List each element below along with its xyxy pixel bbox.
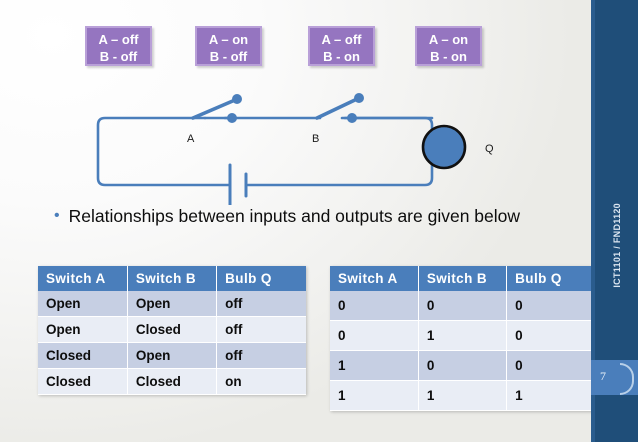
state-box-line1: A – off <box>321 32 362 47</box>
switch-state-table: Switch A Switch B Bulb Q Open Open off O… <box>38 266 306 395</box>
cell-switch-a: Open <box>38 316 128 343</box>
table-header-row: Switch A Switch B Bulb Q <box>330 266 595 291</box>
cell-switch-a: Closed <box>38 342 128 369</box>
bulb-q-label: Q <box>485 143 494 155</box>
column-header-bulb-q: Bulb Q <box>216 266 306 291</box>
cell-bulb-q: off <box>216 342 306 369</box>
state-box-a-off-b-off: A – off B - off <box>85 26 152 66</box>
switch-a-contact <box>227 113 237 123</box>
cell-bulb-q: 0 <box>506 320 595 351</box>
cell-bulb-q: 0 <box>506 291 595 321</box>
column-header-switch-a: Switch A <box>330 266 419 291</box>
circuit-svg <box>96 93 467 207</box>
circuit-wire-right <box>246 116 434 187</box>
table-row: 0 1 0 <box>330 320 595 351</box>
state-box-line2: B - off <box>209 49 248 64</box>
table-row: 1 1 1 <box>330 380 595 411</box>
table-row: Open Closed off <box>38 316 306 343</box>
switch-a-label: A <box>187 133 195 145</box>
state-box-a-on-b-off: A – on B - off <box>195 26 262 66</box>
cell-switch-a: 0 <box>330 291 419 321</box>
bullet-paragraph: • Relationships between inputs and outpu… <box>54 203 574 229</box>
sidebar-accent-strip <box>591 0 595 442</box>
cell-bulb-q: off <box>216 316 306 343</box>
binary-truth-table: Switch A Switch B Bulb Q 0 0 0 0 1 0 1 0… <box>330 266 595 411</box>
cell-switch-b: 1 <box>418 320 508 351</box>
course-code-text: ICT1101 / FND1120 <box>611 202 622 288</box>
switch-b-open-terminal <box>354 93 364 103</box>
switch-b-contact <box>347 113 357 123</box>
table-row: Open Open off <box>38 291 306 317</box>
state-box-line1: A – on <box>208 32 249 47</box>
cell-switch-a: 1 <box>330 350 419 381</box>
column-header-switch-b: Switch B <box>418 266 508 291</box>
cell-switch-b: 0 <box>418 291 508 321</box>
column-header-switch-b: Switch B <box>127 266 218 291</box>
cell-switch-b: Closed <box>127 368 218 395</box>
bullet-marker-icon: • <box>54 207 60 224</box>
state-box-line2: B - off <box>99 49 138 64</box>
cell-switch-a: Closed <box>38 368 128 395</box>
bullet-text: Relationships between inputs and outputs… <box>68 206 521 226</box>
cell-switch-b: Open <box>127 291 218 317</box>
bulb-q <box>421 124 467 170</box>
cell-switch-a: 1 <box>330 380 419 411</box>
cell-bulb-q: 0 <box>506 350 595 381</box>
cell-switch-b: Closed <box>127 316 218 343</box>
table-header-row: Switch A Switch B Bulb Q <box>38 266 306 291</box>
cell-switch-b: Open <box>127 342 218 369</box>
cell-switch-b: 0 <box>418 350 508 381</box>
course-code-label: ICT1101 / FND1120 <box>595 185 638 305</box>
page-number: 7 <box>600 369 606 383</box>
cell-bulb-q: off <box>216 291 306 317</box>
circuit-diagram: A B Q <box>80 85 530 210</box>
table-row: Closed Closed on <box>38 368 306 395</box>
state-box-a-off-b-on: A – off B - on <box>308 26 375 66</box>
state-box-a-on-b-on: A – on B - on <box>415 26 482 66</box>
state-box-line2: B - on <box>430 49 467 64</box>
state-box-line1: A – on <box>428 32 469 47</box>
cell-switch-b: 1 <box>418 380 508 411</box>
cell-bulb-q: 1 <box>506 380 595 411</box>
column-header-bulb-q: Bulb Q <box>506 266 595 291</box>
state-box-line1: A – off <box>98 32 139 47</box>
switch-a-open-terminal <box>232 94 242 104</box>
circuit-wire-left <box>96 116 232 187</box>
table-row: Closed Open off <box>38 342 306 369</box>
cell-switch-a: Open <box>38 291 128 317</box>
table-row: 1 0 0 <box>330 350 595 381</box>
switch-b-label: B <box>312 133 320 145</box>
state-box-line2: B - on <box>323 49 360 64</box>
switch-b-blade[interactable] <box>315 97 359 120</box>
column-header-switch-a: Switch A <box>38 266 128 291</box>
cell-bulb-q: on <box>216 368 306 395</box>
cell-switch-a: 0 <box>330 320 419 351</box>
table-row: 0 0 0 <box>330 291 595 321</box>
switch-a-blade[interactable] <box>191 98 237 120</box>
